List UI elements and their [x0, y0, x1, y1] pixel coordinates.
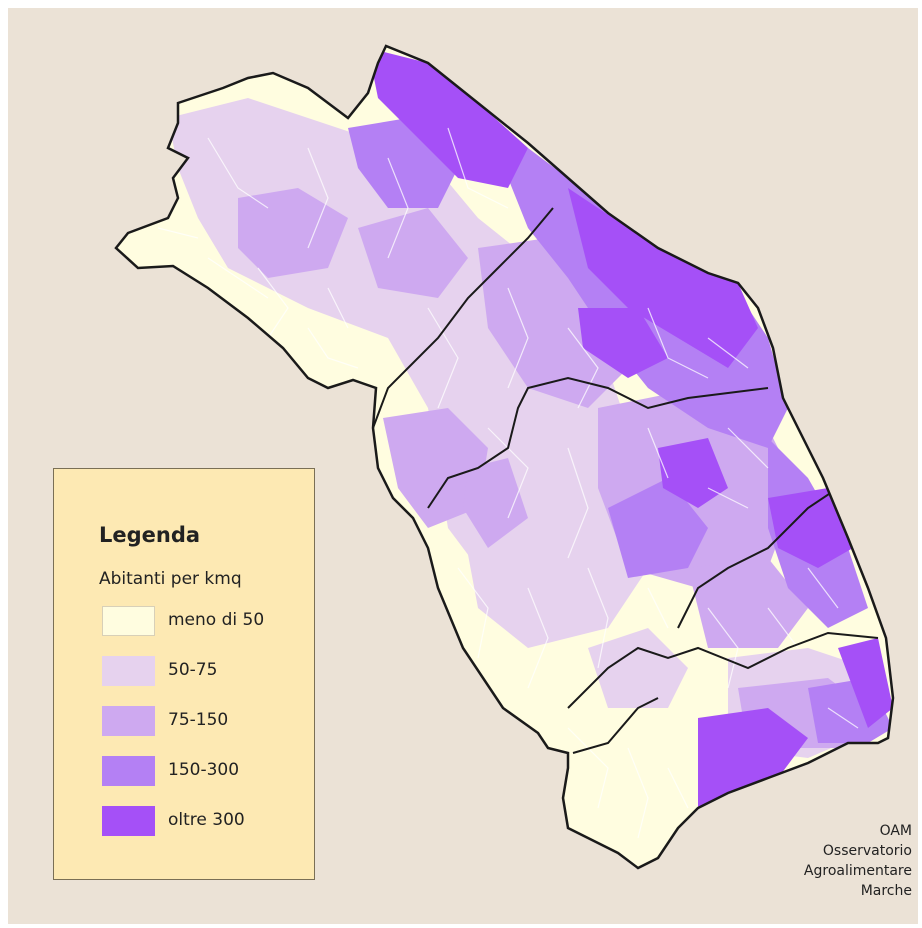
source-credit: OAM Osservatorio Agroalimentare Marche [804, 821, 912, 901]
legend-swatch [102, 656, 155, 686]
marche-density-map [114, 44, 895, 870]
legend-item-meno-di-50: meno di 50 [102, 606, 302, 636]
legend-item-label: 75-150 [168, 710, 229, 730]
legend-swatch [102, 756, 155, 786]
legend-item-150-300: 150-300 [102, 756, 302, 786]
legend-title: Legenda [99, 523, 201, 547]
legend: Legenda Abitanti per kmq meno di 50 50-7… [53, 468, 315, 880]
legend-item-label: meno di 50 [168, 610, 265, 630]
legend-swatch [102, 706, 155, 736]
map-canvas: Legenda Abitanti per kmq meno di 50 50-7… [8, 8, 918, 924]
credit-line: Osservatorio [822, 843, 912, 859]
credit-line: OAM [879, 823, 912, 839]
legend-item-oltre-300: oltre 300 [102, 806, 302, 836]
legend-item-75-150: 75-150 [102, 706, 302, 736]
credit-line: Marche [860, 883, 912, 899]
credit-line: Agroalimentare [803, 863, 912, 879]
legend-item-label: 150-300 [168, 760, 240, 780]
legend-subtitle: Abitanti per kmq [99, 569, 242, 589]
legend-swatch [102, 606, 155, 636]
region-outline [114, 44, 895, 870]
legend-item-label: 50-75 [168, 660, 218, 680]
legend-item-50-75: 50-75 [102, 656, 302, 686]
legend-swatch [102, 806, 155, 836]
legend-item-label: oltre 300 [168, 810, 245, 830]
